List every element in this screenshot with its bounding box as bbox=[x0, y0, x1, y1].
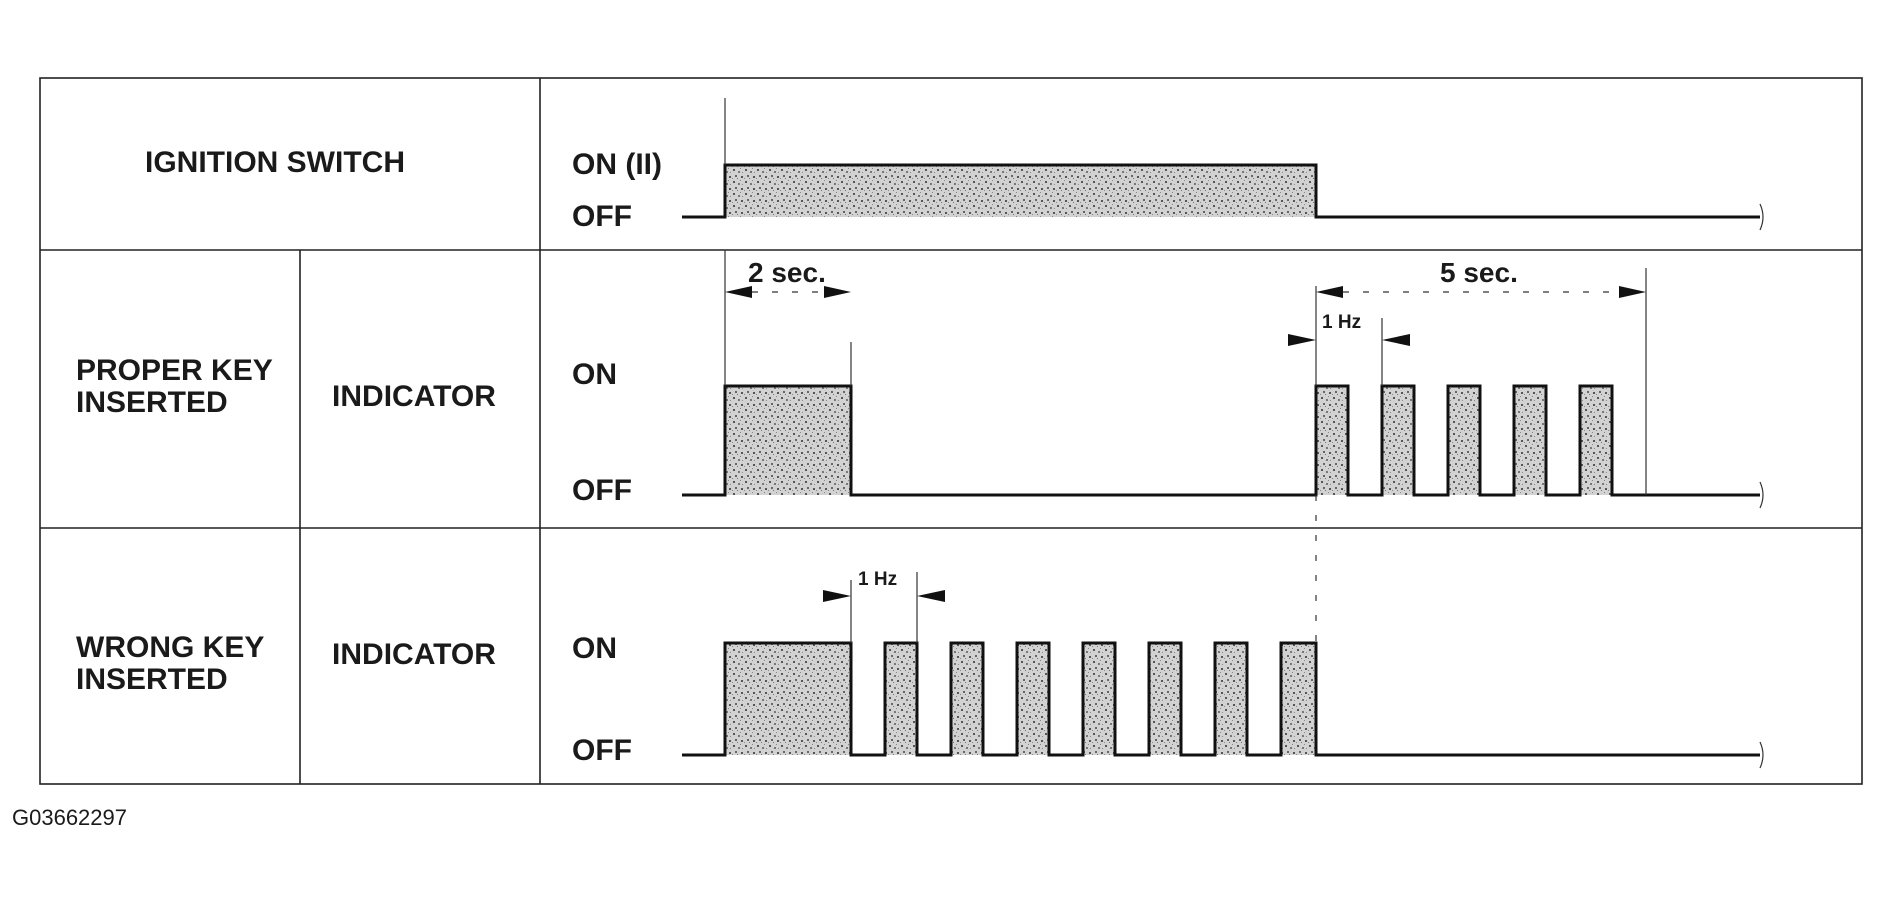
proper-key-label-line2: INSERTED bbox=[76, 386, 228, 419]
ignition-waveform bbox=[682, 163, 1764, 231]
proper-key-waveform bbox=[682, 384, 1764, 509]
wrong-hz-dimension bbox=[823, 590, 945, 602]
wrong-key-label-line2: INSERTED bbox=[76, 663, 228, 696]
timing-markers bbox=[724, 98, 1647, 643]
five-sec-dimension bbox=[1316, 286, 1646, 298]
proper-hz-dimension bbox=[1288, 334, 1410, 346]
ignition-off-label: OFF bbox=[572, 200, 632, 233]
proper-hz-label: 1 Hz bbox=[1322, 312, 1361, 333]
wrong-indicator-label: INDICATOR bbox=[332, 638, 496, 671]
proper-key-label-line1: PROPER KEY bbox=[76, 354, 273, 387]
table-grid bbox=[39, 77, 1863, 785]
wrong-on-label: ON bbox=[572, 632, 617, 665]
figure-code: G03662297 bbox=[12, 805, 127, 830]
ignition-on-label: ON (II) bbox=[572, 148, 662, 181]
two-sec-dimension bbox=[725, 286, 851, 298]
five-sec-label: 5 sec. bbox=[1440, 257, 1518, 288]
ignition-switch-label: IGNITION SWITCH bbox=[145, 146, 405, 179]
wrong-key-label-line1: WRONG KEY bbox=[76, 631, 264, 664]
proper-off-label: OFF bbox=[572, 474, 632, 507]
two-sec-label: 2 sec. bbox=[748, 257, 826, 288]
wrong-off-label: OFF bbox=[572, 734, 632, 767]
wrong-hz-label: 1 Hz bbox=[858, 569, 897, 590]
wrong-key-waveform bbox=[682, 641, 1764, 769]
proper-indicator-label: INDICATOR bbox=[332, 380, 496, 413]
proper-on-label: ON bbox=[572, 358, 617, 391]
